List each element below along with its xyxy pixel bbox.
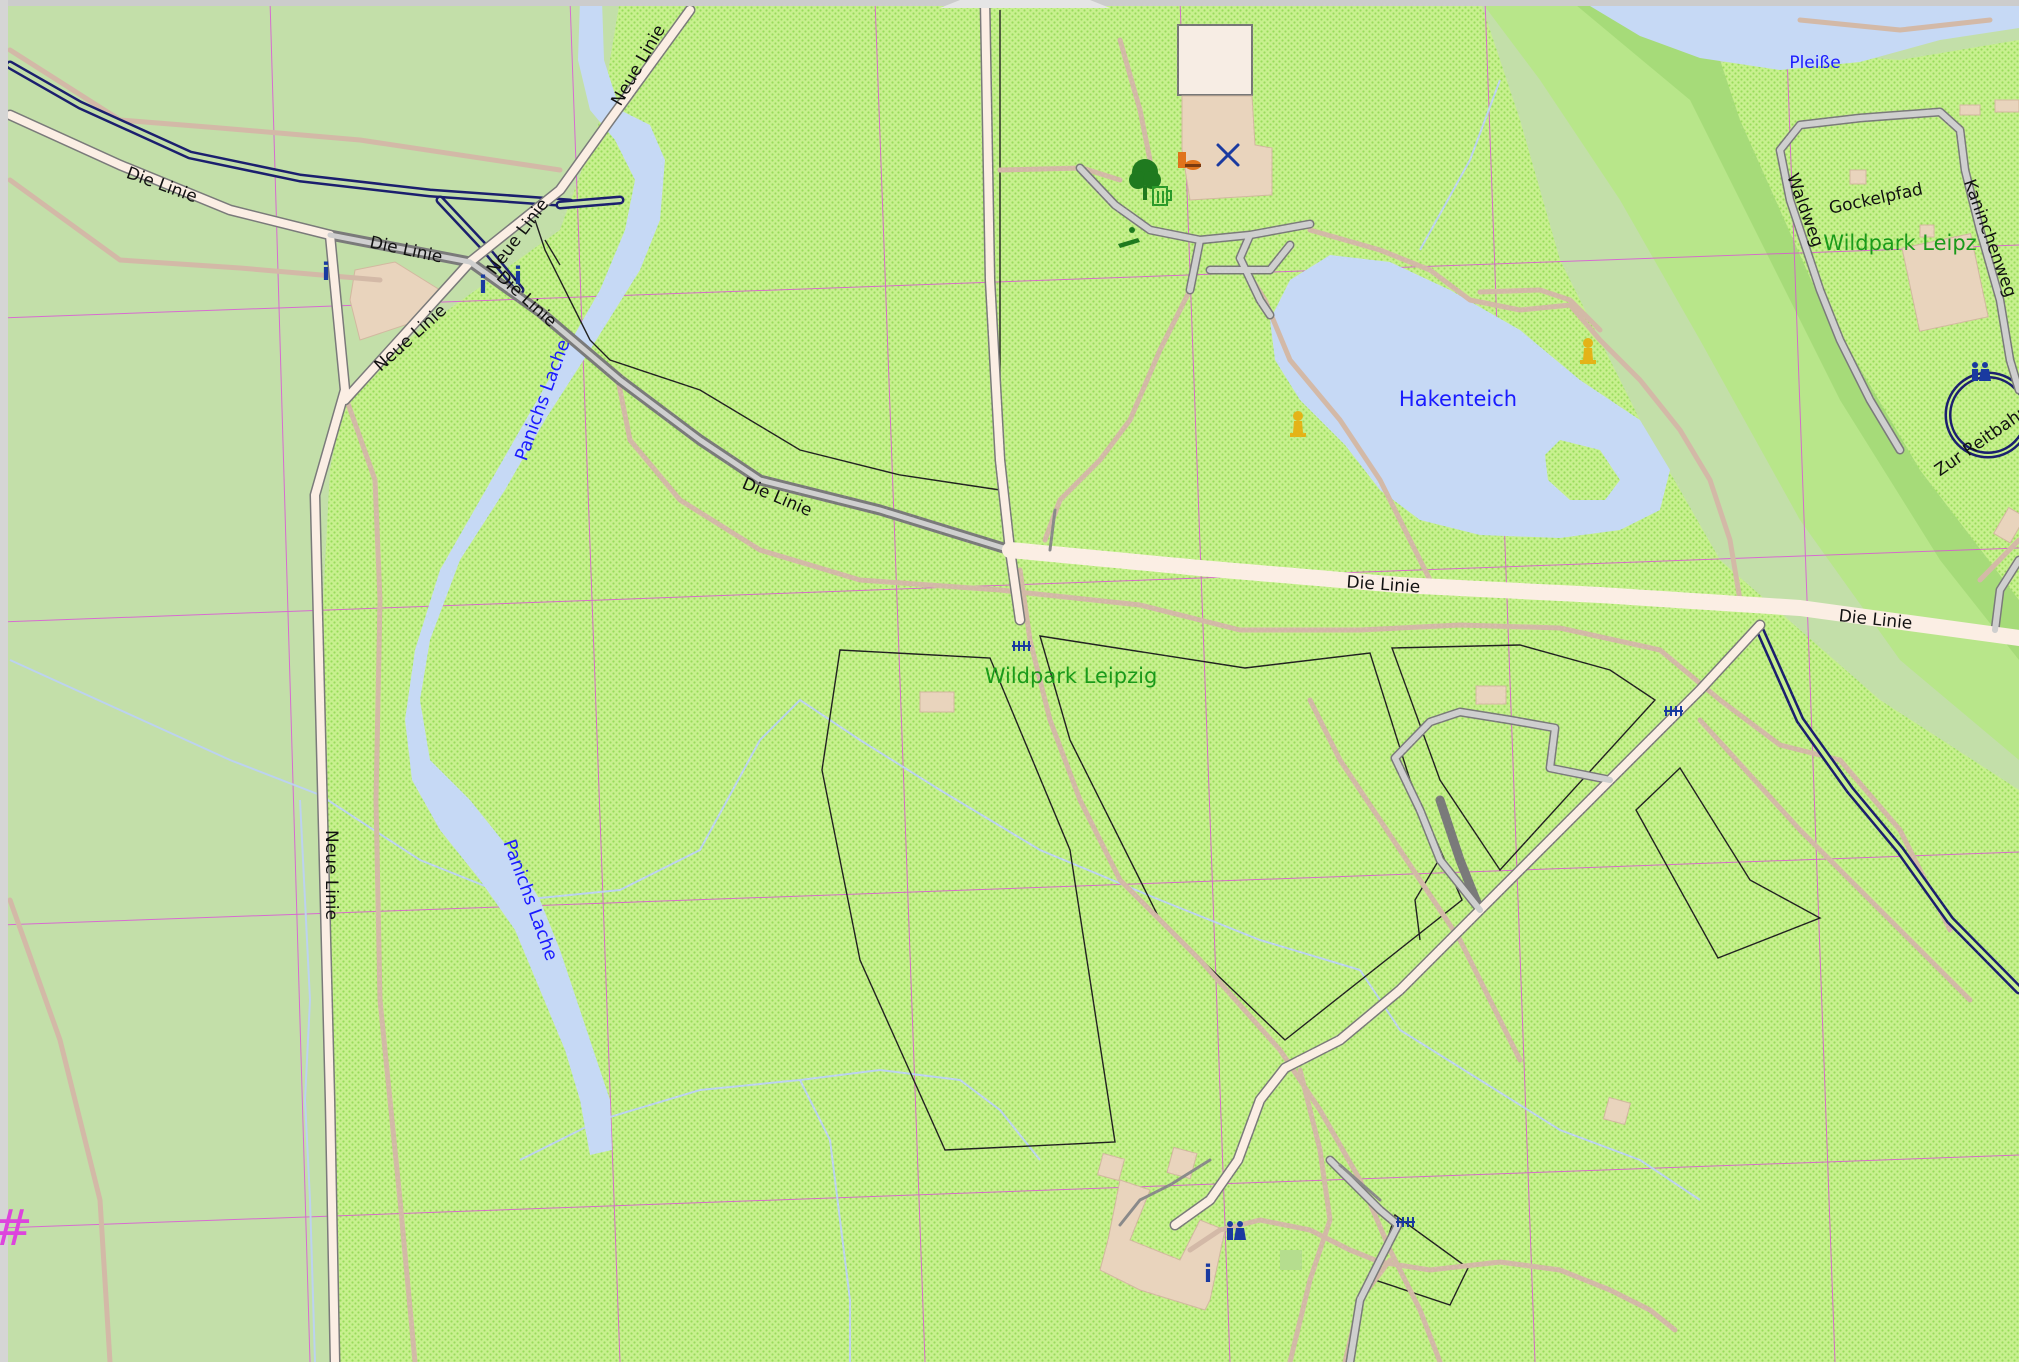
info-icon-3: i xyxy=(514,262,522,290)
panichs-lache-river xyxy=(405,0,665,1155)
gate-icon-1 xyxy=(1012,641,1031,651)
info-icon-2: i xyxy=(479,271,487,299)
label-hakenteich: Hakenteich xyxy=(1399,387,1517,411)
streams xyxy=(9,79,1701,1362)
pond-island xyxy=(1545,440,1620,500)
pleisse-river xyxy=(1580,0,2019,70)
meadow-patch xyxy=(1280,1250,1302,1270)
toilets-icon-2 xyxy=(1972,362,1991,381)
playground-icon xyxy=(1118,227,1140,248)
top-frame-arrow xyxy=(940,0,1110,8)
toilets-icon-1 xyxy=(1227,1221,1246,1240)
info-icon-1: i xyxy=(322,258,330,286)
fast-food-icon xyxy=(1178,152,1201,170)
footpaths xyxy=(7,17,2019,1362)
park-strip xyxy=(1480,0,2019,760)
gate-icon-2 xyxy=(1664,706,1683,716)
label-wildpark-leipz: Wildpark Leipz xyxy=(1823,231,1976,255)
railway xyxy=(5,60,2019,995)
buildings xyxy=(349,24,2019,1311)
beer-garden-icon xyxy=(1152,186,1172,206)
info-icon-4: i xyxy=(1204,1260,1212,1288)
enclosures xyxy=(534,10,1822,1306)
gate-icon-3 xyxy=(1396,1217,1415,1227)
tree-icon xyxy=(1129,159,1161,200)
forest-area xyxy=(318,0,2019,1362)
park-strip-inner xyxy=(1570,0,2019,660)
left-frame xyxy=(0,0,8,1362)
service-paths xyxy=(1048,508,1382,1227)
roads-fill xyxy=(6,0,2019,1362)
hash-marker: # xyxy=(0,1199,33,1257)
restaurant-icon xyxy=(1216,143,1240,167)
label-pleisse: Pleiße xyxy=(1789,53,1840,73)
label-neue-linie-4: Neue Linie xyxy=(321,830,341,920)
label-wildpark-leipzig: Wildpark Leipzig xyxy=(985,664,1158,688)
chess-icon-1 xyxy=(1290,411,1306,437)
chess-icon-2 xyxy=(1580,338,1596,364)
